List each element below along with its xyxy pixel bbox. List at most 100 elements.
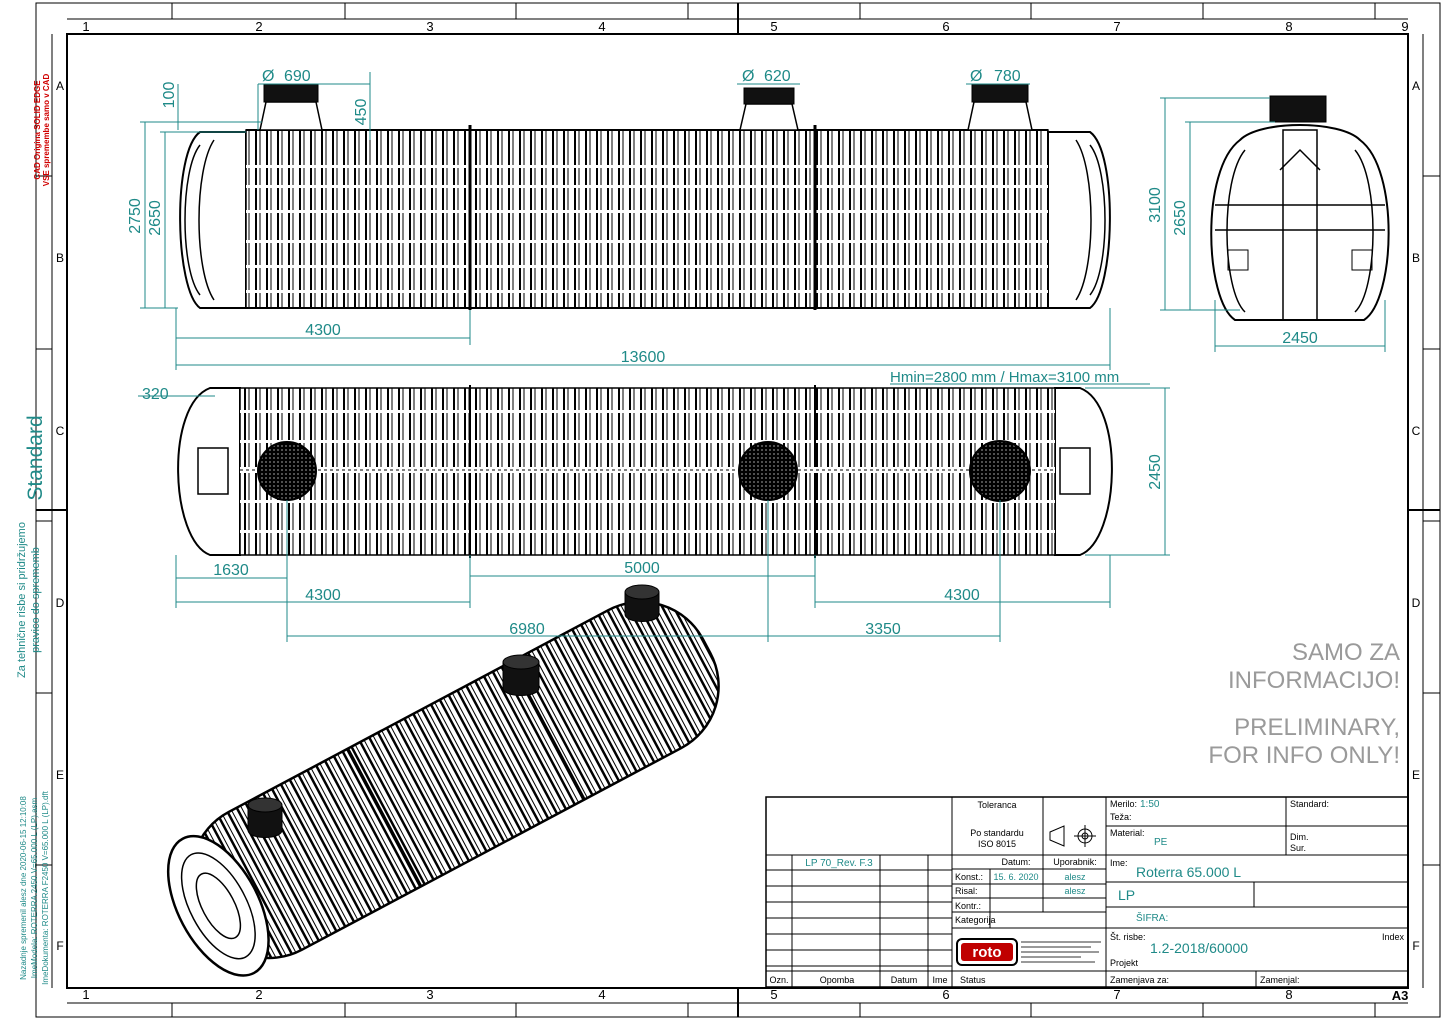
info-only-notice-sl-2: INFORMACIJO! [1228, 667, 1400, 694]
row-label-b: B [56, 251, 64, 265]
row-label-f: F [56, 939, 63, 953]
name-column: Ime [932, 975, 947, 985]
row-label-e-right: E [1412, 768, 1420, 782]
rib-band [240, 530, 1055, 533]
material-label: Material: [1110, 828, 1145, 838]
dim-780: 780 [994, 68, 1021, 85]
column-label-2: 2 [255, 19, 262, 34]
dim-diameter-780: Ø [970, 68, 982, 85]
dim-6980: 6980 [509, 621, 545, 638]
dim-3350: 3350 [865, 621, 901, 638]
row-label-d-right: D [1412, 596, 1421, 610]
dim-5000: 5000 [624, 560, 660, 577]
plan-view [177, 385, 1113, 558]
note-column: Opomba [820, 975, 855, 985]
index-label: Index [1382, 932, 1405, 942]
rib-band [246, 210, 1048, 213]
rights-note-line2: pravico do sprememb [30, 547, 42, 653]
standard-field-label: Standard: [1290, 799, 1329, 809]
project-label: Projekt [1110, 958, 1139, 968]
weight-label: Teža: [1110, 812, 1132, 822]
rib-band [246, 240, 1048, 243]
row-label-f-right: F [1412, 939, 1419, 953]
dim-height-range: Hmin=2800 mm / Hmax=3100 mm [890, 369, 1119, 386]
document-name-note: ImeDokumenta: ROTERRA F2450 V=65.000 L (… [41, 790, 50, 985]
end-view [1210, 95, 1390, 321]
status-column: Status [960, 975, 986, 985]
row-label-a-right: A [1412, 79, 1420, 93]
rib-band [240, 500, 1055, 503]
dim-2650-end: 2650 [1172, 200, 1189, 236]
checked-label: Kontr.: [955, 901, 981, 911]
raw-field-label: Sur. [1290, 843, 1306, 853]
dim-2450-end: 2450 [1282, 330, 1318, 347]
row-label-a: A [56, 79, 64, 93]
column-label-6: 6 [942, 19, 949, 34]
date-column: Datum [891, 975, 918, 985]
row-label-d: D [56, 596, 65, 610]
code-label: ŠIFRA: [1136, 911, 1168, 924]
info-only-notice-en-1: PRELIMINARY, [1234, 714, 1400, 741]
dim-690: 690 [284, 68, 311, 85]
column-label-9: 9 [1401, 19, 1408, 34]
column-label-1: 1 [82, 19, 89, 34]
column-label-1-bottom: 1 [82, 987, 89, 1002]
dim-13600: 13600 [621, 349, 666, 366]
column-label-7-bottom: 7 [1113, 987, 1120, 1002]
category-label: Kategorija [955, 915, 996, 925]
designed-date: 15. 6. 2020 [993, 872, 1038, 882]
column-label-8-bottom: 8 [1285, 987, 1292, 1002]
rib-band [240, 410, 1055, 413]
rib-band [246, 185, 1048, 188]
front-elevation-view [179, 83, 1111, 310]
product-name: Roterra 65.000 L [1136, 864, 1241, 880]
rib-band [246, 290, 1048, 293]
dim-100: 100 [161, 82, 178, 109]
dim-4300-plan-left: 4300 [305, 587, 341, 604]
roto-logo: roto [956, 938, 1101, 966]
row-label-c: C [56, 424, 65, 438]
dim-320: 320 [142, 386, 169, 403]
rib-band [246, 265, 1048, 268]
dimension-lines [138, 72, 1386, 642]
drawing-frame [35, 2, 1441, 1018]
name-label: Ime: [1110, 858, 1128, 868]
dim-1630: 1630 [213, 562, 249, 579]
rib-band [246, 165, 1048, 168]
model-name-note: ImeModela: ROTERRA 2450 V=65.000 L (LP).… [30, 797, 39, 978]
dim-3100: 3100 [1147, 187, 1164, 223]
designed-label: Konst.: [955, 872, 983, 882]
dim-diameter-620: Ø [742, 68, 754, 85]
tolerance-label: Toleranca [977, 800, 1016, 810]
cad-changes-note: VSE spremembe samo v CAD [42, 74, 51, 187]
sheet-size-label: A3 [1392, 988, 1409, 1003]
dim-2750: 2750 [127, 198, 144, 234]
replaced-by-label: Zamenjal: [1260, 975, 1300, 985]
designed-user: alesz [1064, 872, 1086, 882]
row-label-c-right: C [1412, 424, 1421, 438]
column-label-7: 7 [1113, 19, 1120, 34]
dim-450: 450 [353, 99, 370, 126]
info-only-notice-en-2: FOR INFO ONLY! [1208, 742, 1400, 769]
row-label-e: E [56, 768, 64, 782]
replaces-label: Zamenjava za: [1110, 975, 1169, 985]
scale-value: 1:50 [1140, 799, 1160, 810]
info-only-notice-sl-1: SAMO ZA [1292, 639, 1400, 666]
cad-origin-note: CAD Origina SOLID EDGE [33, 80, 42, 180]
column-label-8: 8 [1285, 19, 1292, 34]
drawn-label: Risal: [955, 886, 978, 896]
dim-4300-plan-right: 4300 [944, 587, 980, 604]
dim-620: 620 [764, 68, 791, 85]
column-label-2-bottom: 2 [255, 987, 262, 1002]
drawing-number-label: Št. risbe: [1110, 932, 1146, 942]
dim-2650: 2650 [147, 200, 164, 236]
product-code: LP [1118, 887, 1135, 903]
dim-2450-plan: 2450 [1147, 454, 1164, 490]
scale-label: Merilo: [1110, 799, 1137, 809]
dim-field-label: Dim. [1290, 832, 1309, 842]
last-modified-note: Nazadnje spremenil alesz dne 2020-06-15 … [19, 796, 28, 980]
row-label-b-right: B [1412, 251, 1420, 265]
column-label-4: 4 [598, 19, 605, 34]
dim-diameter-690: Ø [262, 68, 274, 85]
